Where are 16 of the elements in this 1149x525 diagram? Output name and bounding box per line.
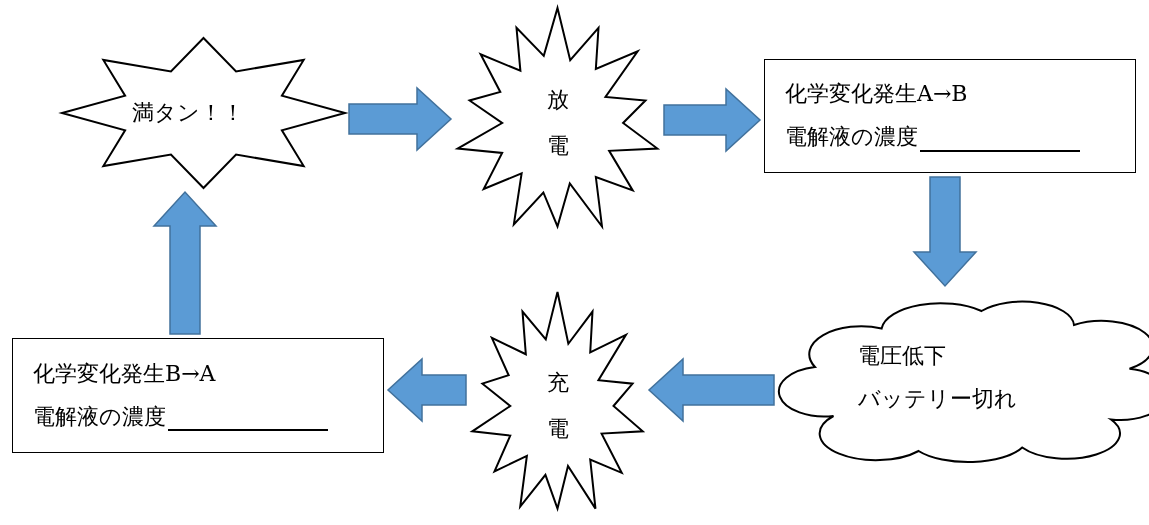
block-arrow (912, 176, 978, 288)
node-text: 充電 (546, 368, 569, 443)
node-text: 電解液の濃度 (785, 123, 918, 151)
block-arrow (386, 357, 467, 423)
process-box (764, 59, 1136, 173)
node-text: 電圧低下 (858, 341, 946, 370)
node-text: バッテリー切れ (858, 384, 1017, 413)
block-arrow (663, 87, 762, 153)
block-arrow (152, 190, 218, 335)
node-text: 電解液の濃度 (33, 402, 166, 431)
block-arrow (348, 86, 453, 152)
node-text: 化学変化発生A→B (785, 80, 968, 109)
node-text: 化学変化発生B→A (33, 359, 216, 388)
block-arrow (647, 357, 775, 423)
node-text: 満タン！！ (132, 98, 244, 127)
process-box (12, 338, 384, 453)
